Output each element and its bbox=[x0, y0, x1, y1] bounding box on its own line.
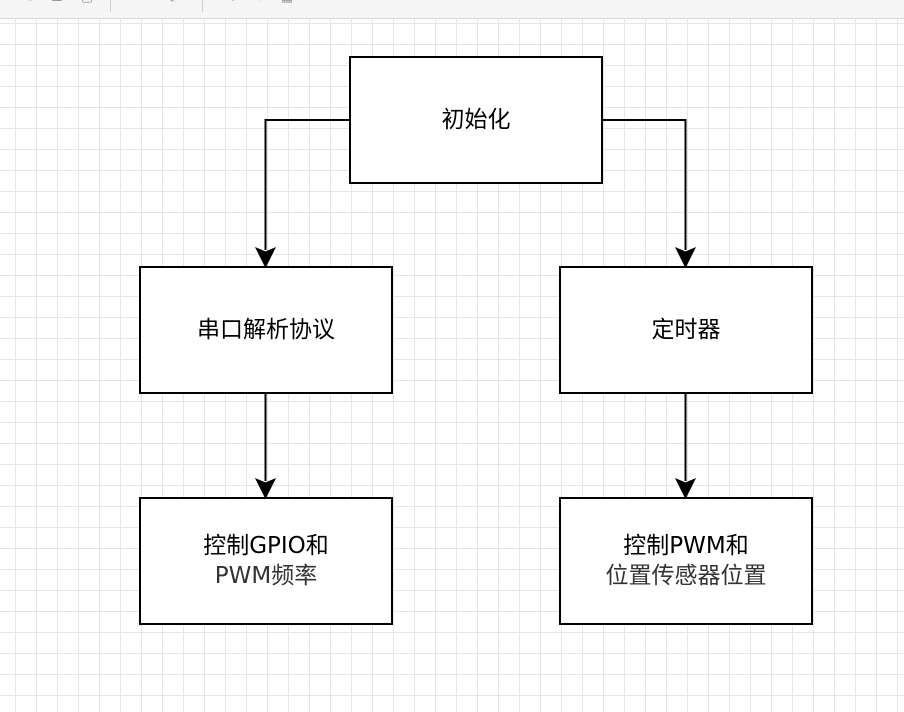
insert-icon[interactable]: + bbox=[226, 0, 240, 5]
node-gpio-label-line1: 控制GPIO和 bbox=[203, 533, 329, 559]
node-gpio[interactable]: 控制GPIO和 PWM频率 bbox=[140, 498, 392, 624]
undo-icon[interactable]: ⟲ bbox=[22, 0, 36, 5]
node-timer-box[interactable] bbox=[559, 266, 813, 394]
layer-back-icon[interactable]: ▢ bbox=[80, 0, 94, 5]
toolbar-separator bbox=[202, 0, 203, 12]
toolbar-separator bbox=[110, 0, 111, 12]
node-pwm-label-line1: 控制PWM和 bbox=[623, 533, 749, 559]
arrowhead-pwm bbox=[674, 478, 697, 500]
table-icon[interactable]: ▦ bbox=[280, 0, 294, 5]
node-pwm-label-line2: 位置传感器位置 bbox=[605, 563, 767, 589]
node-serial-box[interactable] bbox=[139, 266, 393, 394]
layer-front-icon[interactable]: ☰ bbox=[50, 0, 64, 5]
node-pwm-box[interactable] bbox=[559, 497, 813, 625]
node-timer-label: 定时器 bbox=[651, 317, 721, 343]
node-serial[interactable]: 串口解析协议 bbox=[140, 267, 392, 393]
node-pwm[interactable]: 控制PWM和 位置传感器位置 bbox=[560, 498, 812, 624]
chevron-down-icon[interactable]: ▾ bbox=[252, 0, 266, 5]
arrowhead-gpio bbox=[254, 478, 277, 500]
line-style-icon[interactable]: ⋯ bbox=[140, 0, 154, 5]
node-serial-label: 串口解析协议 bbox=[197, 317, 335, 343]
node-init-label: 初始化 bbox=[441, 107, 511, 133]
toolbar: ⟲ ☰ ▢ ⋯ ⤢ + ▾ ▦ bbox=[0, 0, 904, 19]
node-init[interactable]: 初始化 bbox=[350, 57, 602, 183]
arrowhead-serial bbox=[254, 247, 277, 269]
edge-init-to-serial[interactable] bbox=[264, 119, 351, 250]
arrowhead-timer bbox=[674, 247, 697, 269]
node-timer[interactable]: 定时器 bbox=[560, 267, 812, 393]
node-gpio-label-line2: PWM频率 bbox=[214, 563, 318, 589]
waypoint-icon[interactable]: ⤢ bbox=[168, 0, 182, 5]
node-init-box[interactable] bbox=[349, 56, 603, 184]
node-gpio-box[interactable] bbox=[139, 497, 393, 625]
edge-init-to-timer[interactable] bbox=[602, 119, 687, 250]
